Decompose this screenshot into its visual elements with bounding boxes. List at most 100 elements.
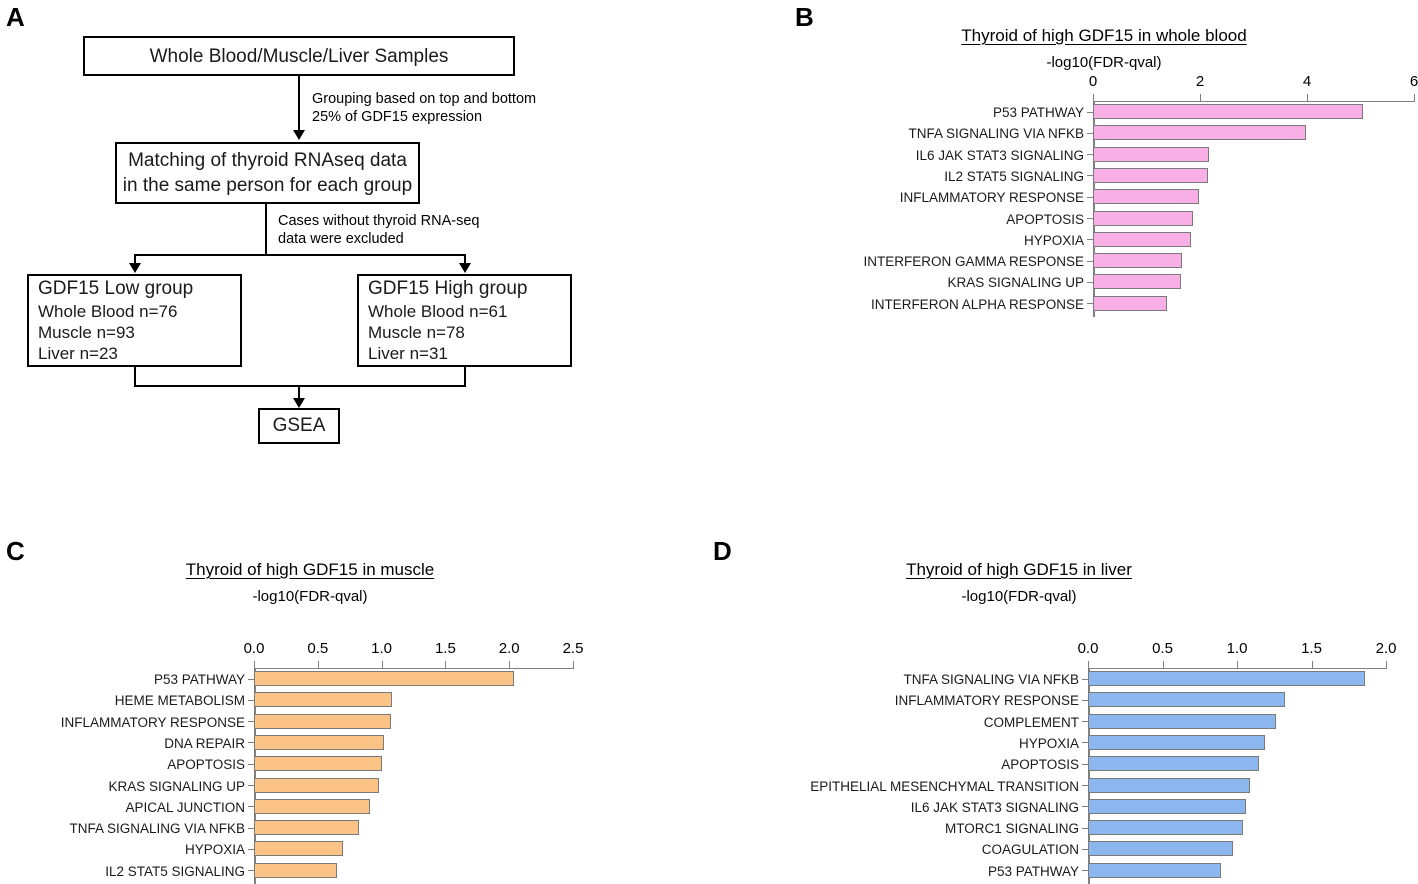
chart-c-xaxis-label: -log10(FDR-qval) bbox=[252, 588, 368, 605]
flow-box-samples-label: Whole Blood/Muscle/Liver Samples bbox=[149, 45, 449, 67]
flow-box-high-group-line3: Liver n=31 bbox=[368, 344, 448, 363]
chart-d-ytick bbox=[1082, 742, 1088, 744]
chart-c-ytick bbox=[248, 827, 254, 829]
chart-d-ytick bbox=[1082, 785, 1088, 786]
chart-d-category-label: COAGULATION bbox=[981, 842, 1079, 858]
chart-c-category-label: APICAL JUNCTION bbox=[125, 799, 245, 815]
connector-2-stem bbox=[265, 204, 267, 255]
chart-d-bar bbox=[1088, 713, 1276, 729]
flow-box-low-group-line2: Muscle n=93 bbox=[38, 323, 135, 342]
chart-c-title: Thyroid of high GDF15 in muscle bbox=[0, 560, 620, 580]
flow-box-low-group-line1: Whole Blood n=76 bbox=[38, 302, 178, 321]
chart-c-bar bbox=[254, 734, 385, 750]
chart-c-xticklabel: 0.0 bbox=[243, 640, 265, 657]
flow-box-high-group: GDF15 High group Whole Blood n=61 Muscle… bbox=[357, 274, 572, 367]
chart-b-category-label: P53 PATHWAY bbox=[992, 105, 1084, 120]
chart-d-category-label: TNFA SIGNALING VIA NFKB bbox=[903, 672, 1079, 687]
chart-d-bar bbox=[1088, 692, 1285, 708]
chart-c-xticklabel: 2.5 bbox=[562, 640, 584, 657]
chart-c-category-label: KRAS SIGNALING UP bbox=[108, 778, 245, 794]
chart-c-ytick bbox=[248, 721, 254, 723]
connector-2-left-arrow-icon bbox=[129, 263, 141, 273]
chart-c-xticklabel: 0.5 bbox=[307, 640, 329, 657]
flow-box-matching: Matching of thyroid RNAseq data in the s… bbox=[115, 142, 420, 204]
chart-c-y-axis-line bbox=[254, 668, 256, 884]
chart-d-ytick bbox=[1082, 721, 1088, 723]
chart-c-xtick bbox=[509, 661, 511, 668]
connector-2-split bbox=[134, 254, 466, 256]
chart-c-xticklabel: 2.0 bbox=[498, 640, 520, 657]
chart-c-ytick bbox=[248, 742, 254, 744]
chart-b-xticklabel: 4 bbox=[1302, 73, 1312, 90]
chart-b-title: Thyroid of high GDF15 in whole blood bbox=[790, 26, 1418, 46]
chart-b-xticklabel: 6 bbox=[1409, 73, 1418, 90]
chart-c-ytick bbox=[248, 806, 254, 808]
annotation-grouping-line1: Grouping based on top and bottom bbox=[312, 91, 537, 107]
annotation-grouping-line2: 25% of GDF15 expression bbox=[312, 109, 483, 125]
chart-d-xticklabel: 0.0 bbox=[1077, 640, 1099, 657]
chart-d-xticklabel: 1.0 bbox=[1226, 640, 1248, 657]
annotation-exclusion-line1: Cases without thyroid RNA-seq bbox=[278, 213, 480, 229]
chart-d-category-label: HYPOXIA bbox=[1018, 735, 1079, 751]
chart-c-x-axis-line bbox=[254, 668, 574, 669]
chart-d-category-label: APOPTOSIS bbox=[1001, 757, 1079, 773]
chart-d-ytick bbox=[1082, 827, 1088, 829]
connector-1-arrow-icon bbox=[293, 130, 305, 140]
chart-b-xtick bbox=[1307, 94, 1308, 101]
chart-b-xticklabel: 0 bbox=[1088, 73, 1098, 90]
chart-b-category-label: INTERFERON ALPHA RESPONSE bbox=[870, 296, 1084, 312]
chart-c-xtick bbox=[445, 661, 447, 668]
chart-c-category-label: P53 PATHWAY bbox=[153, 672, 245, 687]
flow-box-high-group-title: GDF15 High group bbox=[368, 278, 528, 299]
flow-box-samples: Whole Blood/Muscle/Liver Samples bbox=[83, 36, 515, 76]
chart-b-ytick bbox=[1087, 175, 1093, 177]
chart-b-title-text: Thyroid of high GDF15 in whole blood bbox=[961, 26, 1247, 45]
chart-c-ytick bbox=[248, 678, 254, 680]
chart-b-ytick bbox=[1087, 239, 1093, 241]
chart-panel-d: Thyroid of high GDF15 in liver -log10(FD… bbox=[620, 560, 1418, 884]
connector-3-arrow-icon bbox=[293, 398, 305, 408]
chart-c-xtick bbox=[254, 661, 255, 668]
chart-c-category-label: TNFA SIGNALING VIA NFKB bbox=[69, 821, 245, 837]
chart-c-bar bbox=[254, 841, 344, 857]
chart-c-bar bbox=[254, 862, 337, 878]
chart-d-xticklabel: 0.5 bbox=[1152, 640, 1173, 657]
chart-c-category-label: IL2 STAT5 SIGNALING bbox=[105, 863, 245, 879]
connector-3-left-drop bbox=[134, 367, 136, 387]
chart-b-bar bbox=[1093, 104, 1364, 119]
chart-d-category-label: IL6 JAK STAT3 SIGNALING bbox=[910, 799, 1079, 815]
chart-d-ytick bbox=[1082, 678, 1088, 680]
chart-b-ytick bbox=[1087, 196, 1093, 198]
chart-b-category-label: INTERFERON GAMMA RESPONSE bbox=[863, 254, 1084, 270]
chart-b-bar bbox=[1093, 274, 1182, 290]
chart-d-xtick bbox=[1237, 661, 1238, 668]
chart-b-bar bbox=[1093, 189, 1200, 205]
chart-b-xtick bbox=[1414, 94, 1415, 101]
chart-c-bar bbox=[254, 820, 359, 836]
connector-2-right-drop bbox=[464, 254, 466, 265]
chart-panel-b: Thyroid of high GDF15 in whole blood -lo… bbox=[790, 26, 1418, 366]
chart-b-xaxis-label: -log10(FDR-qval) bbox=[1046, 54, 1162, 71]
chart-d-bar bbox=[1088, 777, 1251, 793]
connector-2-right-arrow-icon bbox=[459, 263, 471, 273]
chart-c-xticklabel: 1.0 bbox=[371, 640, 393, 657]
chart-d-bar bbox=[1088, 862, 1221, 878]
chart-b-category-label: IL2 STAT5 SIGNALING bbox=[944, 168, 1084, 184]
chart-d-bar bbox=[1088, 671, 1366, 686]
chart-b-bar bbox=[1093, 210, 1193, 226]
chart-c-category-label: DNA REPAIR bbox=[164, 735, 245, 751]
chart-c-ytick bbox=[248, 848, 254, 850]
chart-d-xticklabel: 2.0 bbox=[1375, 640, 1397, 657]
flow-box-matching-line2: in the same person for each group bbox=[122, 175, 413, 196]
chart-b-xtick bbox=[1200, 94, 1201, 101]
flow-box-gsea-label: GSEA bbox=[272, 415, 326, 436]
chart-b-ytick bbox=[1087, 281, 1093, 283]
connector-2-left-drop bbox=[134, 254, 136, 265]
chart-d-xtick bbox=[1311, 661, 1313, 668]
chart-c-bar bbox=[254, 713, 391, 729]
chart-b-category-label: APOPTOSIS bbox=[1006, 211, 1084, 227]
chart-c-ytick bbox=[248, 870, 254, 872]
chart-b-ytick bbox=[1087, 218, 1093, 219]
flow-box-high-group-line1: Whole Blood n=61 bbox=[368, 302, 508, 321]
